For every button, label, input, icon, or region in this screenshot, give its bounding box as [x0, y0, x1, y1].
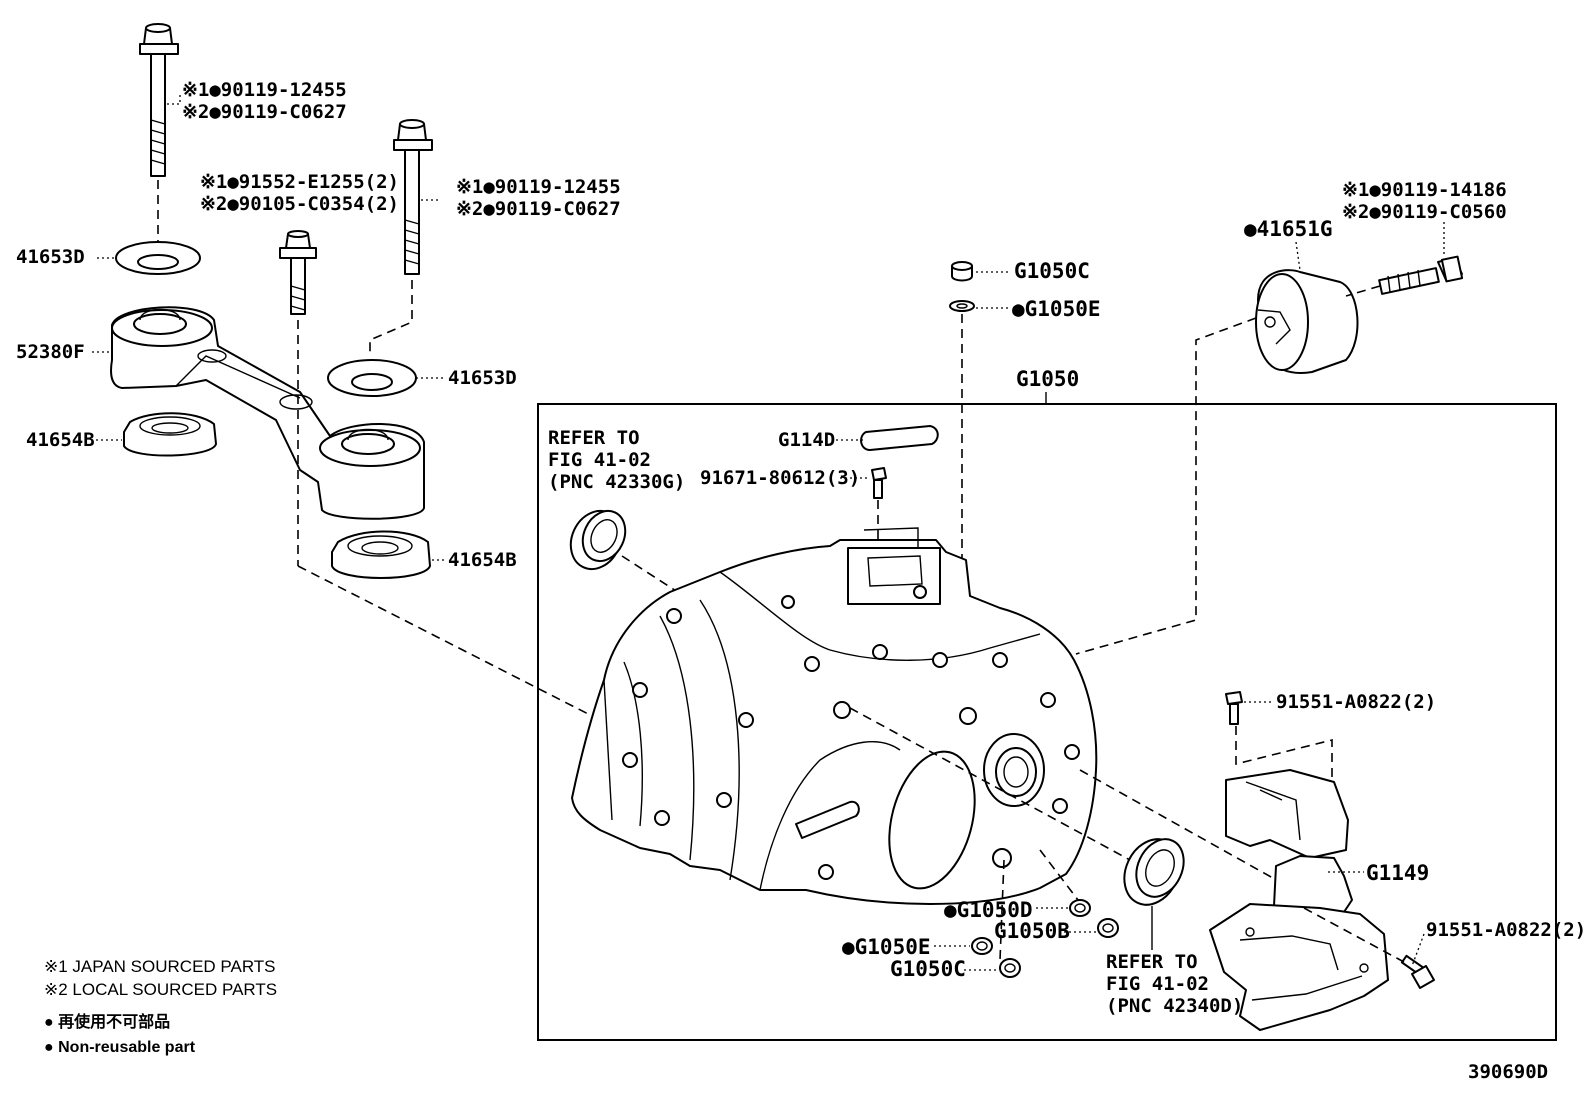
label-washer-41653d-upper: 41653D	[16, 246, 85, 268]
refer-upper-line-2[interactable]: FIG 41-02	[548, 449, 651, 471]
legend-japan-sourced: ※1 JAPAN SOURCED PARTS	[44, 957, 276, 976]
label-bolt-mid-1: ※1●90119-12455	[456, 176, 621, 198]
legend-local-sourced: ※2 LOCAL SOURCED PARTS	[44, 980, 277, 999]
label-bolt-top-left-2: ※2●90119-C0627	[182, 101, 347, 123]
plug-g1050c-top[interactable]	[951, 261, 973, 282]
washer-41653d-lower[interactable]	[327, 359, 417, 397]
label-engine-mount-41651g: ●41651G	[1244, 217, 1333, 241]
label-washer-41653d-lower: 41653D	[448, 367, 517, 389]
plug-g1050b[interactable]	[1097, 918, 1119, 938]
transaxle-housing	[571, 527, 1098, 905]
bolt-right[interactable]	[1378, 255, 1464, 295]
oil-seal-upper[interactable]	[562, 503, 634, 578]
refer-upper-line-1[interactable]: REFER TO	[548, 427, 640, 449]
cap-g114d[interactable]	[860, 425, 939, 451]
bolt-91551-a0822-lower[interactable]	[1400, 954, 1435, 989]
label-torque-rod-52380f: 52380F	[16, 341, 85, 363]
label-bolt-91551-a0822-upper: 91551-A0822(2)	[1276, 691, 1436, 713]
bolt-top-left[interactable]	[139, 23, 179, 177]
label-bolt-mid-2: ※2●90119-C0627	[456, 198, 621, 220]
bolt-91551-a0822-upper[interactable]	[1225, 691, 1243, 725]
label-bolt-91551-a0822-lower: 91551-A0822(2)	[1426, 919, 1586, 941]
label-gasket-g1050e-top: ●G1050E	[1012, 297, 1101, 321]
bolt-center[interactable]	[279, 230, 317, 315]
refer-lower-line-1[interactable]: REFER TO	[1106, 951, 1198, 973]
engine-mount-41651g[interactable]	[1255, 269, 1359, 374]
plug-g1050c-lower[interactable]	[999, 958, 1021, 978]
oil-seal-lower[interactable]	[1114, 830, 1193, 914]
label-bolt-right-1: ※1●90119-14186	[1342, 179, 1507, 201]
label-bolt-center-1: ※1●91552-E1255(2)	[200, 171, 399, 193]
label-bolt-right-2: ※2●90119-C0560	[1342, 201, 1507, 223]
refer-upper-line-3[interactable]: (PNC 42330G)	[548, 471, 685, 493]
bushing-41654b-right[interactable]	[331, 530, 431, 579]
label-bolt-91671-80612: 91671-80612(3)	[700, 467, 860, 489]
label-ring-g1050d: ●G1050D	[944, 898, 1033, 922]
bolt-91671-80612[interactable]	[871, 467, 887, 499]
bolt-mid[interactable]	[393, 119, 433, 275]
gasket-g1050e-top[interactable]	[949, 300, 975, 312]
legend: ※1 JAPAN SOURCED PARTS ※2 LOCAL SOURCED …	[44, 957, 277, 1056]
torque-rod-52380f[interactable]	[110, 306, 425, 520]
label-bolt-top-left-1: ※1●90119-12455	[182, 79, 347, 101]
label-assembly-g1050: G1050	[1016, 367, 1079, 391]
legend-non-reusable-jp: ● 再使用不可部品	[44, 1012, 170, 1031]
label-cap-g114d: G114D	[778, 429, 835, 451]
label-plug-g1050b: G1050B	[994, 919, 1070, 943]
bracket-g1149[interactable]	[1209, 769, 1389, 1031]
ring-g1050d[interactable]	[1069, 899, 1091, 917]
label-plug-g1050c-top: G1050C	[1014, 259, 1090, 283]
label-bracket-g1149: G1149	[1366, 861, 1429, 885]
refer-lower-line-2[interactable]: FIG 41-02	[1106, 973, 1209, 995]
label-gasket-g1050e-lower: ●G1050E	[842, 935, 931, 959]
label-bolt-center-2: ※2●90105-C0354(2)	[200, 193, 399, 215]
bushing-41654b-left[interactable]	[123, 412, 217, 457]
label-bushing-41654b-right: 41654B	[448, 549, 517, 571]
label-bushing-41654b-left: 41654B	[26, 429, 95, 451]
refer-lower-line-3[interactable]: (PNC 42340D)	[1106, 995, 1243, 1017]
gasket-g1050e-lower[interactable]	[971, 937, 993, 955]
figure-id: 390690D	[1468, 1061, 1548, 1083]
legend-non-reusable-en: ● Non-reusable part	[44, 1039, 196, 1056]
washer-41653d-upper[interactable]	[115, 241, 201, 275]
label-plug-g1050c-lower: G1050C	[890, 957, 966, 981]
assembly-frame	[537, 403, 1557, 1041]
